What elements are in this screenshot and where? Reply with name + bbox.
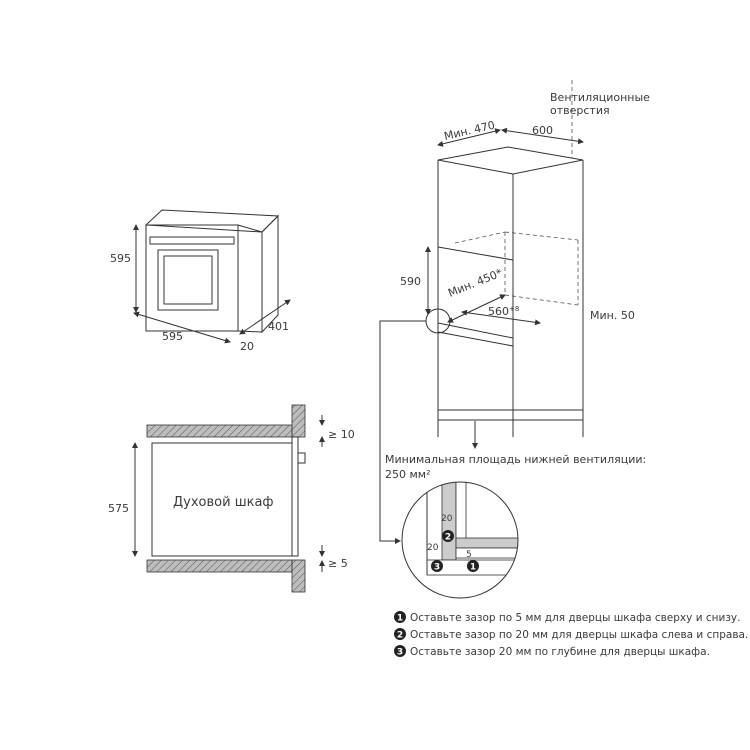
note-text: Оставьте зазор по 5 мм для дверцы шкафа …	[410, 612, 740, 624]
column-width-label: 600	[532, 124, 553, 137]
note-number: 3	[397, 648, 403, 658]
oven-width-label: 595	[162, 330, 183, 343]
note-number: 1	[397, 614, 403, 624]
notes-list	[394, 611, 406, 657]
niche-width-label: 560+8	[488, 305, 519, 318]
min-depth-label: Мин. 470	[443, 119, 496, 143]
niche-depth-label: Мин. 450*	[446, 266, 504, 300]
gap-bottom-label: ≥ 5	[328, 557, 348, 570]
detail-side-gap: 20	[441, 514, 453, 524]
oven-depth-label: 401	[268, 320, 289, 333]
gap-top-label: ≥ 10	[328, 428, 355, 441]
vent-label-2: отверстия	[550, 104, 610, 117]
oven-3d-drawing	[133, 209, 291, 344]
niche-height-label: 590	[400, 275, 421, 288]
vent-label-1: Вентиляционные	[550, 91, 650, 104]
detail-top-gap: 5	[466, 550, 472, 560]
bottom-vent-label-2: 250 мм²	[385, 468, 431, 481]
note-number: 2	[397, 631, 403, 641]
side-view-drawing	[132, 404, 325, 593]
oven-height-label: 595	[110, 252, 131, 265]
side-height-label: 575	[108, 502, 129, 515]
detail-depth-gap: 20	[427, 543, 439, 553]
note-text: Оставьте зазор по 20 мм для дверцы шкафа…	[410, 629, 748, 641]
marker-3: 3	[434, 563, 440, 573]
bottom-vent-label-1: Минимальная площадь нижней вентиляции:	[385, 453, 646, 466]
detail-magnifier	[401, 481, 519, 599]
min-back-label: Мин. 50	[590, 309, 635, 322]
marker-2: 2	[445, 533, 451, 543]
column-cabinet-drawing	[379, 80, 584, 544]
oven-front-label: 20	[240, 340, 254, 353]
oven-label: Духовой шкаф	[173, 495, 274, 510]
note-text: Оставьте зазор 20 мм по глубине для двер…	[410, 646, 710, 658]
marker-1: 1	[470, 563, 476, 573]
